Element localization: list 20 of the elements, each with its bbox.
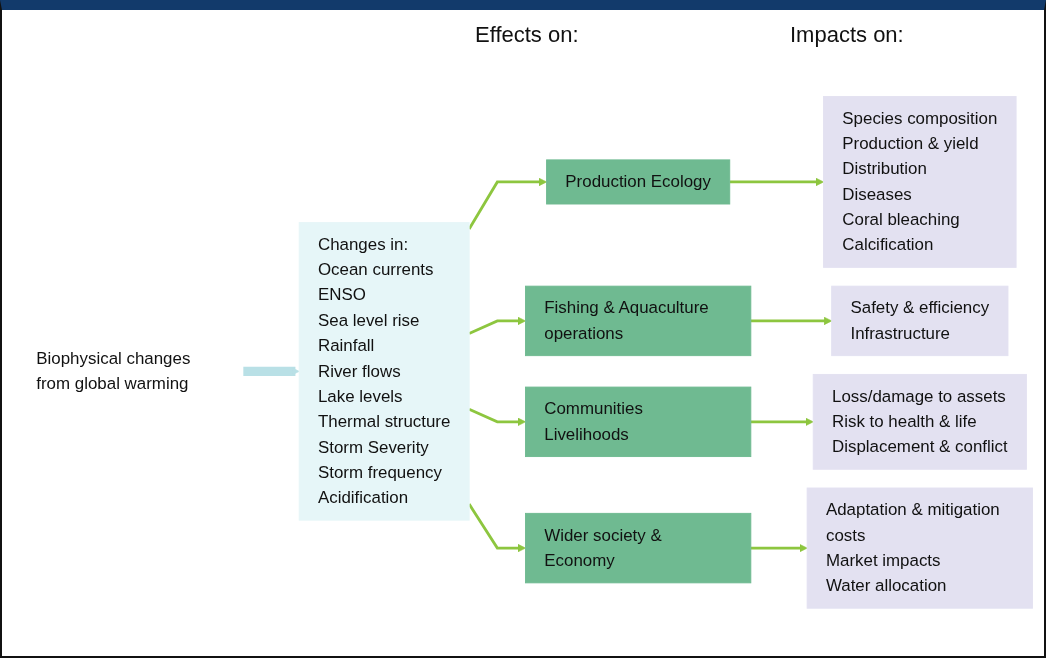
column-heading: Impacts on: xyxy=(790,22,904,48)
node-text: Biophysical changes from global warming xyxy=(36,348,191,394)
node-box: Loss/damage to assets Risk to health & life Displacement & conflict xyxy=(812,374,1027,470)
node-box: Production Ecology xyxy=(546,159,731,205)
arrow xyxy=(467,177,547,230)
node-box: Adaptation & mitigation costs Market impacts Water allocation xyxy=(806,487,1033,609)
arrow xyxy=(468,316,526,335)
node-box: Communities Livelihoods xyxy=(525,386,752,458)
arrow xyxy=(750,417,814,427)
arrow xyxy=(468,408,526,427)
arrow xyxy=(750,316,833,326)
node-box: Changes in: Ocean currents ENSO Sea level rise Rainfall River flows Lake levels Thermal structure Storm Severity Storm frequency Acidification xyxy=(298,222,470,521)
node-box: Safety & efficiency Infrastructure xyxy=(831,285,1009,357)
node-box: Species composition Production & yield Distribution Diseases Coral bleaching Calcification xyxy=(823,96,1017,268)
arrow xyxy=(242,366,300,377)
node-box: Fishing & Aquaculture operations xyxy=(525,285,752,357)
arrow xyxy=(729,177,824,187)
column-heading: Effects on: xyxy=(475,22,579,48)
node-box: Wider society & Economy xyxy=(525,513,752,584)
arrow xyxy=(750,544,808,553)
